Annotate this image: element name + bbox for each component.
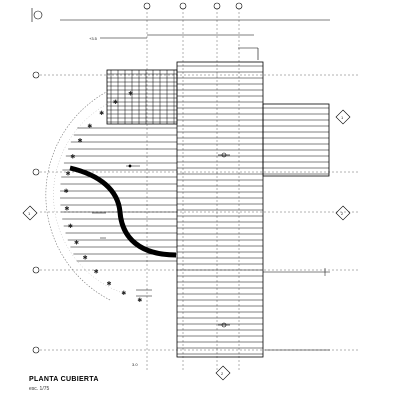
dimension-mark: 3.0 [132,362,138,367]
plant-symbol: ✱ [107,280,112,287]
left-grid-markers [32,71,40,354]
curved-wall [69,165,177,258]
right-grid-markers [22,109,351,381]
right-ticks [263,268,330,351]
slope-markers [218,152,230,328]
bubble-label-1: 1 [341,115,344,120]
drawing-title: PLANTA CUBIERTA [29,376,99,383]
plant-symbol: ✱ [66,171,71,178]
circular-boundary [45,89,111,301]
plant-symbol: ✱ [121,290,126,297]
level-tag: +3.5 [89,36,98,41]
plant-symbol: ✱ [94,268,99,275]
plant-symbol: ✱ [113,99,118,106]
roof-annex-outline [262,103,330,177]
plant-symbol: ✱ [68,223,73,230]
plant-symbol: ✱ [87,123,92,130]
grid-lines [40,8,360,372]
upper-outline [60,19,330,60]
bubble-label-3: 1 [28,211,31,216]
top-grid-markers [143,2,243,10]
plant-symbol: ✱ [78,138,83,145]
plant-symbol: ✱ [99,110,104,117]
panel-grid [107,70,177,124]
vegetation-symbols: ✱ ✱ ✱ ✱ ✱ ✱ ✱ ✱ ✱ ✱ ✱ ✱ ✱ ✱ ✱ ✱ [64,90,143,304]
plant-symbol: ✱ [64,188,69,195]
panel-grid-outline [106,69,178,125]
roof-planks [177,65,263,355]
plant-symbol: ✱ [83,255,88,262]
bubble-label-2: 2 [341,211,344,216]
plant-symbol: ✱ [64,206,69,213]
roof-main-outline [176,61,264,358]
plant-symbol: ✱ [74,239,79,246]
plant-symbol: ✱ [128,90,133,97]
drawing-scale: esc. 1/75 [29,386,50,392]
circular-boundary-inner [53,97,121,293]
section-mark-top-left [31,8,43,22]
plant-symbol: ✱ [70,154,75,161]
bubble-label-4: 2 [221,371,224,376]
annotation-markers [92,164,152,297]
annex-planks [263,107,329,175]
plant-symbol: ✱ [137,297,142,304]
